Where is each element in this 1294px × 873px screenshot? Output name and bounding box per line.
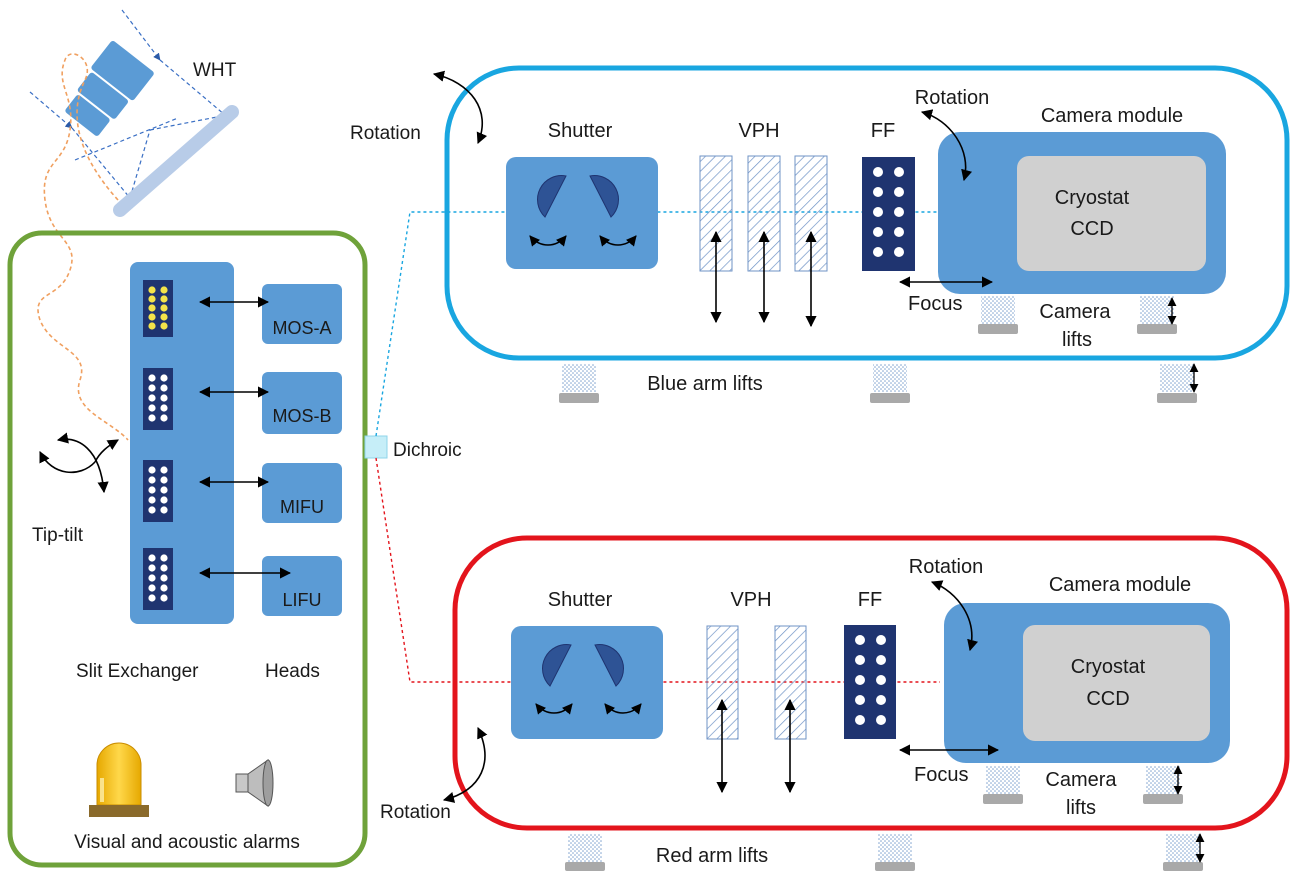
blue-camera-lifts-label-1: Camera xyxy=(1039,301,1111,323)
head-mos-a[interactable] xyxy=(262,284,342,344)
red-camera-lifts-label-2: lifts xyxy=(1066,797,1096,819)
blue-outer-rotation-label: Rotation xyxy=(350,123,421,144)
blue-camera-lift-left xyxy=(978,296,1018,334)
blue-arm-frame xyxy=(444,65,1290,361)
red-camera-rotation-arrow-icon xyxy=(930,580,979,652)
slit-mask-mos-b[interactable] xyxy=(143,368,173,430)
red-focus-label: Focus xyxy=(914,764,968,786)
alarms-label: Visual and acoustic alarms xyxy=(74,832,300,853)
head-mos-b[interactable] xyxy=(262,372,342,434)
red-outer-rotation-label: Rotation xyxy=(380,802,451,823)
slit-mask-lifu[interactable] xyxy=(143,548,173,610)
beacon-lamp-icon xyxy=(89,742,149,817)
red-vph-label: VPH xyxy=(730,589,771,611)
telescope-graphic xyxy=(29,9,239,441)
red-arm-frame xyxy=(452,535,1290,831)
dichroic-label: Dichroic xyxy=(393,440,462,461)
head-label-lifu: LIFU xyxy=(282,590,321,610)
wht-label: WHT xyxy=(193,60,237,81)
red-ccd-label: CCD xyxy=(1086,688,1129,710)
red-shutter[interactable] xyxy=(511,626,663,739)
red-cryostat-label: Cryostat xyxy=(1071,656,1146,678)
tip-tilt-label: Tip-tilt xyxy=(32,525,84,546)
blue-vph-lift-arrows xyxy=(710,230,817,328)
red-arm-lift-1 xyxy=(565,834,605,871)
red-camera-module-label: Camera module xyxy=(1049,574,1191,596)
red-ff-label: FF xyxy=(858,589,882,611)
blue-arm-lifts-label: Blue arm lifts xyxy=(647,373,763,395)
blue-ccd-label: CCD xyxy=(1070,218,1113,240)
head-mifu[interactable] xyxy=(262,463,342,523)
slit-exchanger-label: Slit Exchanger xyxy=(76,661,199,682)
blue-camera-rotation-arrow-icon xyxy=(920,109,973,182)
blue-arm-lift-3 xyxy=(1157,363,1199,403)
blue-arm-lift-2 xyxy=(870,364,910,403)
head-label-mos-a: MOS-A xyxy=(272,318,331,338)
head-label-mifu: MIFU xyxy=(280,497,324,517)
blue-vph-label: VPH xyxy=(738,120,779,142)
slit-exchanger[interactable] xyxy=(130,262,234,624)
red-arm-lifts-label: Red arm lifts xyxy=(656,845,768,867)
blue-camera-module-label: Camera module xyxy=(1041,105,1183,127)
red-camera-lift-right xyxy=(1143,765,1183,804)
slit-unit-frame xyxy=(7,230,368,868)
head-label-mos-b: MOS-B xyxy=(272,406,331,426)
red-camera-lifts-label-1: Camera xyxy=(1045,769,1117,791)
blue-shutter[interactable] xyxy=(506,157,658,269)
blue-camera-lift-right xyxy=(1137,296,1177,334)
heads-label: Heads xyxy=(265,661,320,682)
tip-tilt-arrows-icon xyxy=(39,432,119,494)
red-vph-lift-arrows xyxy=(716,698,796,794)
blue-camera-module[interactable] xyxy=(938,132,1226,294)
blue-focus-label: Focus xyxy=(908,293,962,315)
blue-camera-rotation-label: Rotation xyxy=(915,87,990,109)
slit-mask-mos-a[interactable] xyxy=(143,280,173,337)
slit-mask-mifu[interactable] xyxy=(143,460,173,522)
blue-outer-rotation-arrow-icon xyxy=(432,70,488,145)
red-camera-rotation-label: Rotation xyxy=(909,556,984,578)
blue-shutter-label: Shutter xyxy=(548,120,613,142)
blue-ff-label: FF xyxy=(871,120,895,142)
red-outer-rotation-arrow-icon xyxy=(442,726,488,803)
speaker-icon xyxy=(235,759,274,807)
blue-camera-lifts-label-2: lifts xyxy=(1062,329,1092,351)
dichroic[interactable] xyxy=(364,435,388,459)
red-arm-lift-2 xyxy=(875,834,915,871)
blue-arm-lift-1 xyxy=(559,364,599,403)
blue-ff-unit[interactable] xyxy=(862,157,915,271)
blue-cryostat-label: Cryostat xyxy=(1055,187,1130,209)
red-camera-module[interactable] xyxy=(944,603,1230,763)
red-shutter-label: Shutter xyxy=(548,589,613,611)
red-ff-unit[interactable] xyxy=(844,625,896,739)
red-arm-lift-3 xyxy=(1163,833,1205,871)
red-camera-lift-left xyxy=(983,766,1023,804)
